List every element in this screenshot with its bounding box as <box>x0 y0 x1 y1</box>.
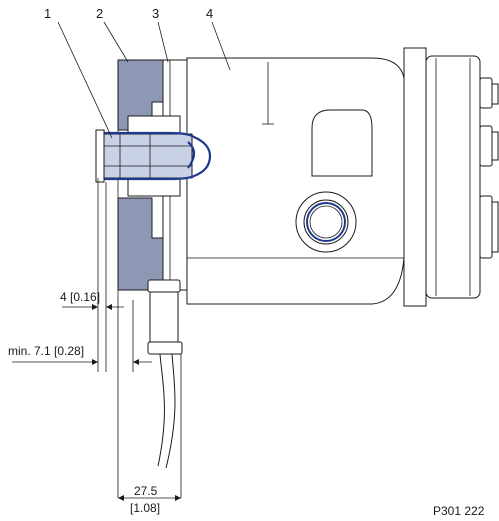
end-cap <box>403 47 499 307</box>
dimension-label-7-1mm: min. 7.1 [0.28] <box>8 344 84 358</box>
figure-id: P301 222 <box>433 504 485 518</box>
dimension-label-4mm: 4 [0.16] <box>60 290 100 304</box>
pressure-port <box>295 191 357 253</box>
motor-housing <box>186 57 405 305</box>
dimension-label-1-08in: [1.08] <box>130 501 160 515</box>
dimension-lines <box>12 178 182 501</box>
dimension-label-27-5mm: 27.5 <box>134 484 158 498</box>
callout-1: 1 <box>44 6 51 21</box>
callout-4: 4 <box>206 6 213 21</box>
cable-connector <box>147 279 183 469</box>
callout-2: 2 <box>96 6 103 21</box>
leader-lines <box>57 21 231 139</box>
callout-3: 3 <box>152 6 159 21</box>
shaft-coupling <box>95 115 212 197</box>
